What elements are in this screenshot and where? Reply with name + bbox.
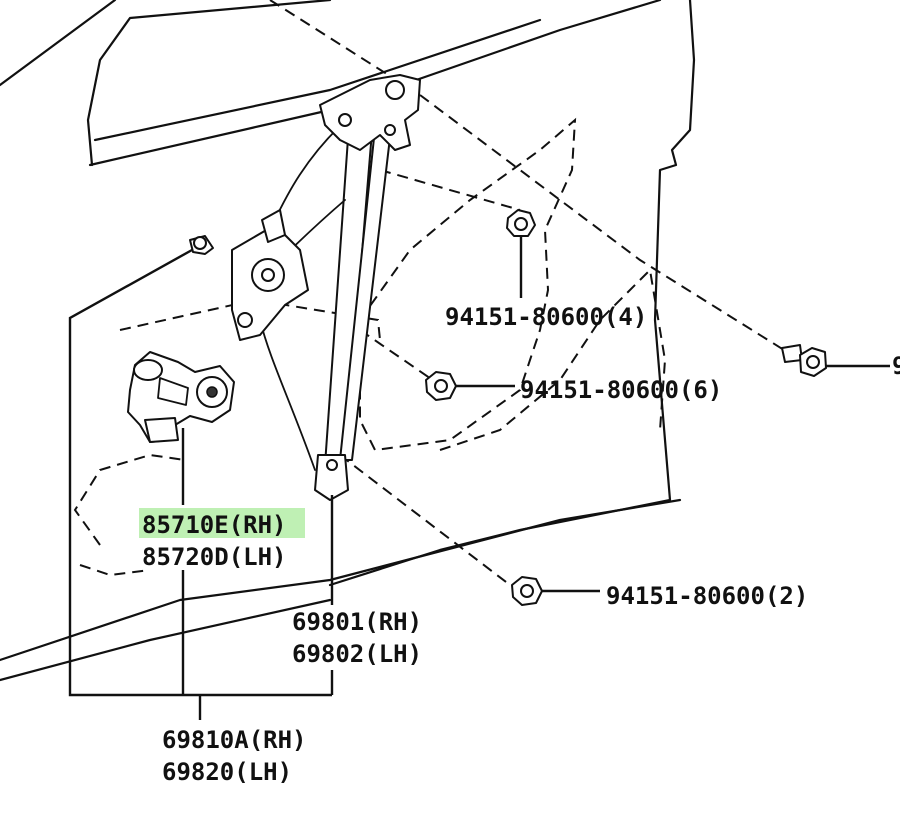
door-panel-outline bbox=[0, 0, 696, 682]
nut-2 bbox=[511, 576, 543, 606]
highlight-motor-rh bbox=[139, 508, 305, 538]
label-bolt-cut: 9 bbox=[892, 352, 900, 380]
leader-lines bbox=[68, 236, 890, 720]
label-assy-lh: 69820(LH) bbox=[162, 758, 292, 786]
nut-4 bbox=[506, 209, 536, 237]
label-regulator-lh: 69802(LH) bbox=[292, 640, 422, 668]
label-motor-rh: 85710E(RH) bbox=[142, 511, 287, 539]
label-motor-lh: 85720D(LH) bbox=[142, 543, 287, 571]
label-regulator-rh: 69801(RH) bbox=[292, 608, 422, 636]
label-nut-2: 94151-80600(2) bbox=[606, 582, 808, 610]
label-assy-rh: 69810A(RH) bbox=[162, 726, 307, 754]
clip-fastener bbox=[189, 235, 214, 255]
label-nut-4: 94151-80600(4) bbox=[445, 303, 647, 331]
window-motor bbox=[127, 351, 235, 443]
bolt bbox=[781, 344, 827, 377]
label-nut-6: 94151-80600(6) bbox=[520, 376, 722, 404]
nut-6 bbox=[425, 371, 457, 401]
window-regulator bbox=[231, 74, 421, 501]
